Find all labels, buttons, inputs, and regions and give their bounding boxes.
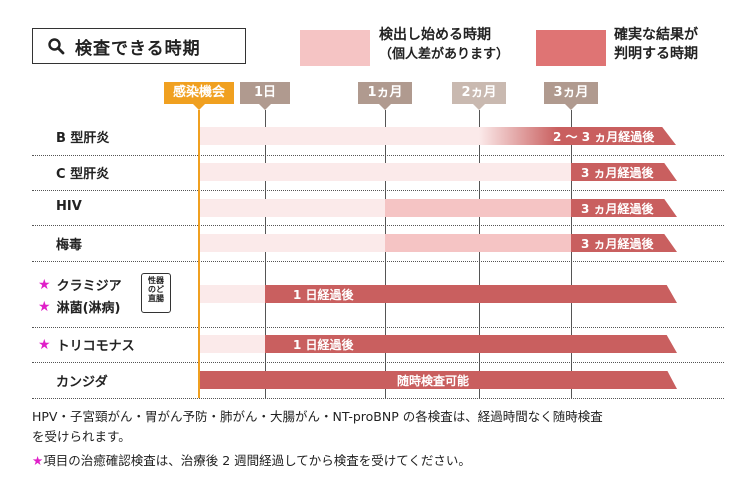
star-icon: ★: [38, 298, 51, 315]
row-separator: [32, 190, 724, 191]
row-label-hepatitis-b: B 型肝炎: [56, 131, 110, 146]
legend-confirm-label: 確実な結果が 判明する時期: [614, 27, 698, 62]
tag-month1: 1ヵ月: [358, 82, 412, 110]
star-icon: ★: [38, 336, 51, 353]
organ-site-box: 性器 のど 直腸: [141, 273, 171, 313]
vline-month3: [571, 110, 572, 398]
legend-swatch-confirm: [536, 30, 606, 66]
bar-text-chlamydia: 1 日経過後: [293, 288, 354, 302]
star-icon: ★: [32, 453, 44, 468]
tag-day1: 1日: [240, 82, 290, 110]
bar-confirm-hepatitis-b: 2 ～ 3 ヵ月経過後: [479, 127, 676, 145]
row-separator: [32, 362, 724, 363]
note-line-2: を受けられます。: [32, 429, 131, 444]
row-label-gonorrhea: ★ 淋菌(淋病): [38, 298, 121, 317]
row-label-trichomonas: ★ トリコモナス: [38, 336, 135, 355]
note-line-3: ★項目の治癒確認検査は、治療後 2 週間経過してから検査を受けてください。: [32, 453, 471, 468]
bar-start-syphilis: [385, 234, 571, 252]
page-title: 検査できる時期: [32, 28, 246, 64]
bar-confirm-chlamydia: 1 日経過後: [265, 285, 677, 303]
bar-start-hepatitis-c: [199, 163, 571, 181]
search-icon: [48, 38, 65, 55]
tag-month3: 3ヵ月: [544, 82, 598, 110]
bar-confirm-candida: 随時検査可能: [199, 371, 677, 389]
row-separator: [32, 155, 724, 156]
legend-start-label: 検出し始める時期 （個人差があります）: [379, 27, 510, 62]
vline-month2: [479, 110, 480, 398]
bar-base-syphilis: [199, 234, 385, 252]
vline-day1: [265, 110, 266, 398]
bar-confirm-syphilis: 3 ヵ月経過後: [571, 234, 677, 252]
row-separator: [32, 225, 724, 226]
legend-swatch-start: [300, 30, 370, 66]
bar-text-hepatitis-b: 2 ～ 3 ヵ月経過後: [553, 130, 655, 144]
row-separator: [32, 398, 724, 399]
row-label-chlamydia: ★ クラミジア: [38, 276, 122, 295]
bar-base-trichomonas: [199, 335, 265, 353]
vline-infection: [198, 110, 200, 398]
star-icon: ★: [38, 276, 51, 293]
bar-text-hepatitis-c: 3 ヵ月経過後: [581, 166, 654, 180]
row-label-candida: カンジダ: [56, 375, 108, 390]
row-label-syphilis: 梅毒: [56, 238, 83, 253]
bar-base-chlamydia: [199, 285, 265, 303]
bar-confirm-trichomonas: 1 日経過後: [265, 335, 677, 353]
row-label-hiv: HIV: [56, 199, 82, 214]
bar-text-trichomonas: 1 日経過後: [293, 338, 354, 352]
bar-confirm-hepatitis-c: 3 ヵ月経過後: [571, 163, 677, 181]
row-separator: [32, 261, 724, 262]
bar-text-hiv: 3 ヵ月経過後: [581, 202, 654, 216]
vline-month1: [385, 110, 386, 398]
bar-text-candida: 随時検査可能: [397, 374, 470, 388]
bar-start-hiv: [385, 199, 571, 217]
title-text: 検査できる時期: [75, 38, 201, 59]
bar-text-syphilis: 3 ヵ月経過後: [581, 237, 654, 251]
tag-infection: 感染機会: [164, 82, 234, 110]
tag-month2: 2ヵ月: [452, 82, 506, 110]
bar-start-hepatitis-b: [199, 127, 479, 145]
bar-base-hiv: [199, 199, 385, 217]
note-line-1: HPV・子宮頸がん・胃がん予防・肺がん・大腸がん・NT-proBNP の各検査は…: [32, 409, 603, 424]
bar-confirm-hiv: 3 ヵ月経過後: [571, 199, 677, 217]
row-separator: [32, 327, 724, 328]
row-label-hepatitis-c: C 型肝炎: [56, 167, 110, 182]
note-block: HPV・子宮頸がん・胃がん予防・肺がん・大腸がん・NT-proBNP の各検査は…: [32, 407, 732, 471]
